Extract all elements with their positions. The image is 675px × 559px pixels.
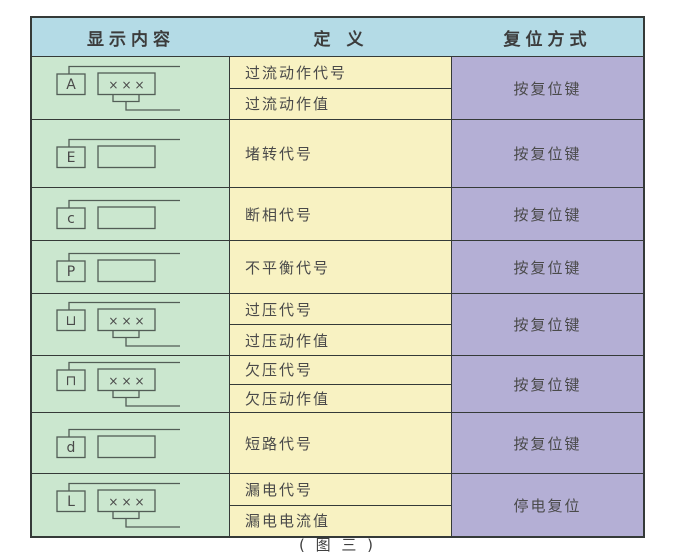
table-row-stall: E 堵转代号 按复位键 [32, 119, 643, 187]
reset-method: 按复位键 [513, 145, 582, 163]
definition-line: 漏电电流值 [245, 512, 331, 531]
symbol-cell: ⊔ ××× [32, 294, 230, 355]
definition-cell: 断相代号 [230, 188, 452, 240]
symbol-value-placeholder: ××× [108, 495, 147, 509]
reset-cell: 停电复位 [452, 474, 643, 536]
reset-method: 按复位键 [513, 375, 582, 394]
reset-cell: 按复位键 [452, 188, 643, 240]
table-row-overvoltage: ⊔ ××× 过压代号 过压动作值 按复位键 [32, 293, 643, 355]
symbol-letter: P [67, 264, 75, 280]
reset-method: 按复位键 [513, 258, 582, 277]
reset-cell: 按复位键 [452, 57, 643, 119]
lcd-display-symbol-icon: L ××× [56, 482, 180, 528]
header-label: 显示内容 [87, 29, 175, 50]
symbol-letter: c [67, 211, 75, 227]
symbol-cell: c [32, 188, 230, 240]
definition-line: 过压代号 [230, 294, 451, 325]
definition-cell: 过压代号 过压动作值 [230, 294, 452, 355]
header-label: 复位方式 [503, 29, 592, 50]
definition-line: 漏电代号 [230, 474, 451, 506]
table-header-row: 显示内容 定 义 复位方式 [32, 18, 643, 56]
symbol-cell: d [32, 413, 230, 473]
symbol-cell: P [32, 241, 230, 293]
definition-line: 过流动作值 [245, 95, 331, 114]
header-display-content: 显示内容 [32, 18, 230, 56]
figure-caption: ( 图 三 ) [298, 536, 376, 554]
symbol-cell: E [32, 120, 230, 187]
symbol-letter: d [67, 440, 76, 456]
definition-cell: 堵转代号 [230, 120, 452, 187]
symbol-letter: E [67, 150, 76, 166]
lcd-display-symbol-icon: d [56, 428, 180, 458]
lcd-display-symbol-icon: A ××× [56, 65, 180, 111]
header-reset-method: 复位方式 [452, 18, 643, 56]
table-row-unbalance: P 不平衡代号 按复位键 [32, 240, 643, 293]
reset-method: 按复位键 [513, 316, 582, 334]
table-row-short-circuit: d 短路代号 按复位键 [32, 412, 643, 473]
definition-cell: 过流动作代号 过流动作值 [230, 57, 452, 119]
header-label: 定 义 [313, 29, 369, 50]
definition-line: 断相代号 [245, 205, 314, 224]
table-row-undervoltage: ⊓ ××× 欠压代号 欠压动作值 按复位键 [32, 355, 643, 412]
symbol-letter: L [67, 494, 75, 510]
lcd-display-symbol-icon: c [56, 199, 180, 229]
table-row-leakage: L ××× 漏电代号 漏电电流值 停电复位 [32, 473, 643, 536]
definition-cell: 短路代号 [230, 413, 452, 473]
definition-line: 堵转代号 [245, 145, 314, 163]
definition-cell: 不平衡代号 [230, 241, 452, 293]
symbol-cell: A ××× [32, 57, 230, 119]
symbol-letter: ⊔ [66, 313, 77, 329]
symbol-cell: L ××× [32, 474, 230, 536]
reset-cell: 按复位键 [452, 120, 643, 187]
header-definition: 定 义 [230, 18, 452, 56]
reset-cell: 按复位键 [452, 356, 643, 412]
definition-line: 过流动作代号 [230, 57, 451, 89]
reset-method: 按复位键 [513, 205, 582, 224]
reset-method: 按复位键 [513, 79, 582, 98]
definition-line: 不平衡代号 [245, 258, 331, 277]
symbol-letter: ⊓ [66, 373, 77, 389]
lcd-display-symbol-icon: P [56, 252, 180, 282]
reset-cell: 按复位键 [452, 241, 643, 293]
reset-method: 停电复位 [513, 496, 582, 515]
table-row-overcurrent: A ××× 过流动作代号 过流动作值 按复位键 [32, 56, 643, 119]
table-row-phase-loss: c 断相代号 按复位键 [32, 187, 643, 240]
symbol-letter: A [66, 77, 76, 93]
definition-line: 欠压动作值 [245, 389, 331, 408]
symbol-value-placeholder: ××× [108, 314, 147, 328]
reset-cell: 按复位键 [452, 294, 643, 355]
fault-display-table: 显示内容 定 义 复位方式 A ××× 过流动作代号 过流 [30, 16, 645, 538]
symbol-value-placeholder: ××× [108, 78, 147, 92]
lcd-display-symbol-icon: ⊔ ××× [56, 301, 180, 347]
definition-line: 过压动作值 [245, 331, 331, 350]
reset-method: 按复位键 [513, 434, 582, 453]
symbol-value-placeholder: ××× [108, 374, 147, 388]
lcd-display-symbol-icon: E [56, 138, 180, 169]
definition-cell: 欠压代号 欠压动作值 [230, 356, 452, 412]
symbol-cell: ⊓ ××× [32, 356, 230, 412]
definition-cell: 漏电代号 漏电电流值 [230, 474, 452, 536]
reset-cell: 按复位键 [452, 413, 643, 473]
lcd-display-symbol-icon: ⊓ ××× [56, 361, 180, 407]
definition-line: 短路代号 [245, 434, 314, 453]
definition-line: 欠压代号 [230, 356, 451, 385]
